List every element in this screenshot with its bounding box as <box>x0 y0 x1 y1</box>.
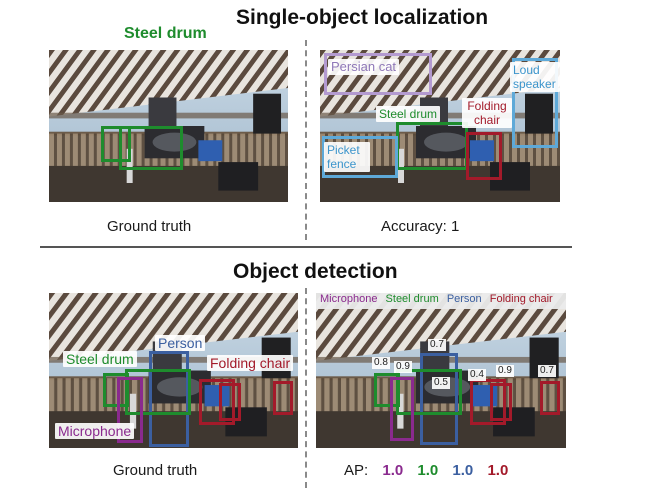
caption-accuracy: Accuracy: 1 <box>381 218 460 235</box>
photo-top-left <box>49 50 288 202</box>
det-microphone-box <box>390 377 414 441</box>
title-object-detection: Object detection <box>233 260 398 283</box>
score-steel-drum-a: 0.8 <box>372 357 390 369</box>
photo-bottom-right: Microphone Steel drum Person Folding cha… <box>316 293 566 448</box>
label-person: Person <box>155 335 206 351</box>
persian-cat-box <box>324 53 432 95</box>
label-steel-drum-top: Steel drum <box>124 25 207 42</box>
detection-legend: Microphone Steel drum Person Folding cha… <box>316 293 566 309</box>
person-box <box>149 351 189 447</box>
label-steel-drum: Steel drum <box>376 106 441 122</box>
score-folding-chair-b: 0.9 <box>496 365 514 377</box>
photo-bottom-left: Person Steel drum Folding chair Micropho… <box>49 293 298 448</box>
det-folding-chair-box-b <box>490 383 512 421</box>
score-folding-chair-c: 0.7 <box>538 365 556 377</box>
score-folding-chair-a: 0.4 <box>468 369 486 381</box>
vertical-divider-top <box>305 40 307 240</box>
caption-ground-truth-bottom: Ground truth <box>113 462 198 479</box>
legend-person: Person <box>446 293 482 305</box>
microphone-box <box>117 377 143 443</box>
label-loud-speaker: Loud speaker <box>510 62 560 92</box>
picket-fence-box <box>322 136 398 178</box>
steel-drum-box-small <box>101 126 131 162</box>
ap-person: 1.0 <box>452 462 474 479</box>
folding-chair-box-a <box>199 379 235 425</box>
ap-steel-drum: 1.0 <box>417 462 439 479</box>
ap-label: AP: <box>344 462 369 479</box>
ap-folding-chair: 1.0 <box>487 462 509 479</box>
det-folding-chair-box-a <box>470 379 506 425</box>
ap-microphone: 1.0 <box>382 462 404 479</box>
det-steel-drum-box-b <box>396 369 462 415</box>
score-person: 0.7 <box>428 339 446 351</box>
label-folding-chair-bottom: Folding chair <box>207 355 294 371</box>
legend-microphone: Microphone <box>320 293 378 305</box>
legend-steel-drum: Steel drum <box>385 293 439 305</box>
caption-ground-truth-top: Ground truth <box>107 218 192 235</box>
folding-chair-box-c <box>273 381 293 415</box>
score-steel-drum-b: 0.5 <box>432 377 450 389</box>
title-single-object-localization: Single-object localization <box>236 6 489 29</box>
label-persian-cat: Persian cat <box>328 59 400 75</box>
label-steel-drum-bottom: Steel drum <box>63 351 137 367</box>
det-person-box <box>420 353 458 445</box>
steel-drum-box-b <box>125 369 191 415</box>
ap-row: AP: 1.0 1.0 1.0 1.0 <box>344 462 508 479</box>
steel-drum-box <box>119 126 183 170</box>
steel-drum-box-right <box>396 122 468 170</box>
legend-folding-chair: Folding chair <box>489 293 553 305</box>
label-microphone: Microphone <box>55 423 135 439</box>
label-folding-chair: Folding chair <box>462 98 512 128</box>
vertical-divider-bottom <box>305 288 307 488</box>
folding-chair-box <box>466 132 502 180</box>
folding-chair-box-b <box>219 383 241 421</box>
det-folding-chair-box-c <box>540 381 560 415</box>
label-picket-fence: Picket fence <box>324 142 370 172</box>
score-microphone: 0.9 <box>394 361 412 373</box>
horizontal-divider <box>40 246 572 248</box>
photo-top-right: Persian cat Loud speaker Steel drum Fold… <box>320 50 560 202</box>
loud-speaker-box <box>512 58 558 148</box>
